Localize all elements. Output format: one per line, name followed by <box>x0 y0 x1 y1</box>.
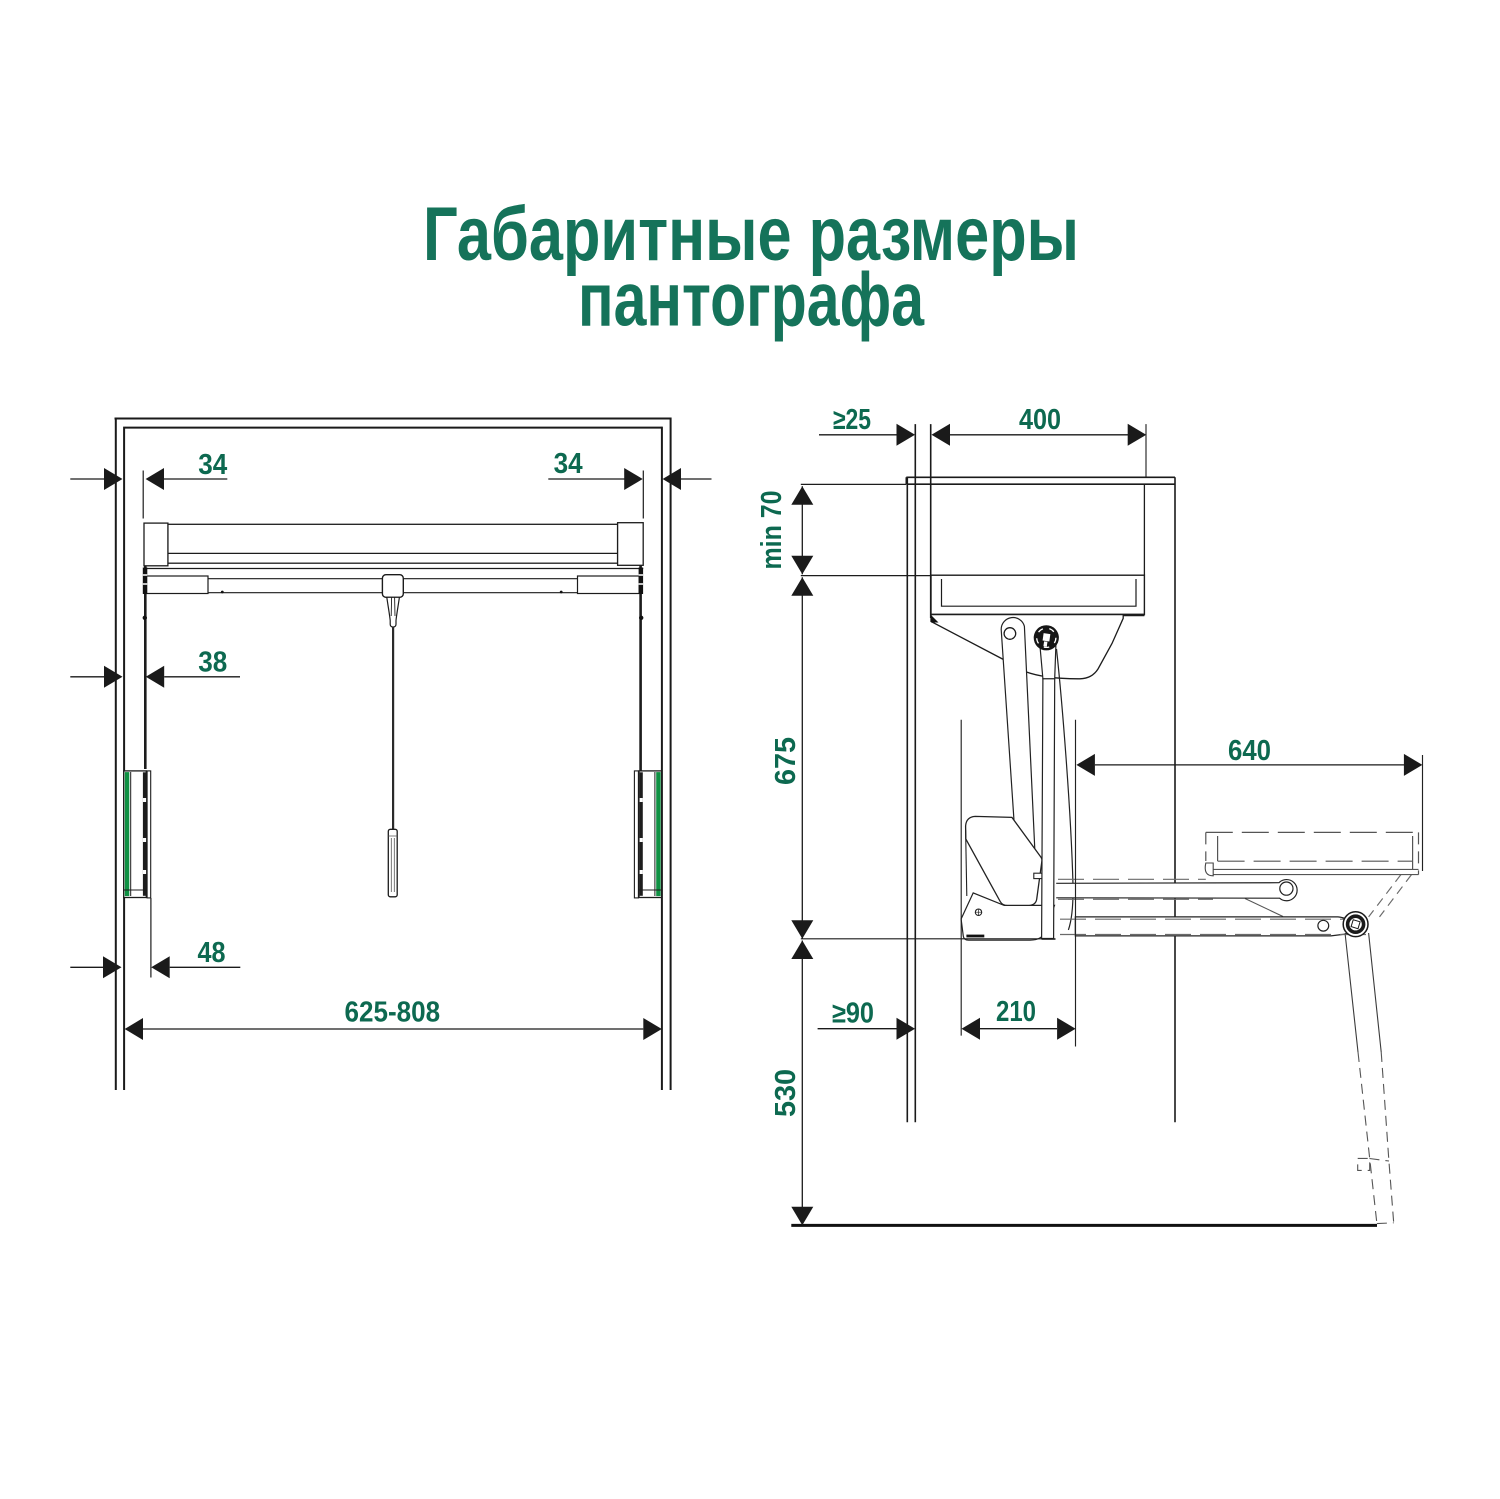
svg-text:34: 34 <box>554 448 583 480</box>
svg-text:210: 210 <box>996 996 1036 1028</box>
svg-text:625-808: 625-808 <box>345 997 441 1029</box>
svg-text:пантографа: пантографа <box>578 258 925 343</box>
svg-text:≥25: ≥25 <box>833 404 871 436</box>
svg-text:675: 675 <box>770 737 802 785</box>
svg-text:34: 34 <box>198 449 227 481</box>
svg-text:640: 640 <box>1228 735 1271 767</box>
svg-text:38: 38 <box>198 646 227 678</box>
svg-text:48: 48 <box>198 937 226 969</box>
svg-text:min 70: min 70 <box>756 491 788 570</box>
svg-text:Габаритные размеры: Габаритные размеры <box>423 192 1079 277</box>
svg-text:530: 530 <box>770 1069 802 1117</box>
svg-text:400: 400 <box>1019 404 1061 436</box>
svg-text:≥90: ≥90 <box>832 998 874 1030</box>
